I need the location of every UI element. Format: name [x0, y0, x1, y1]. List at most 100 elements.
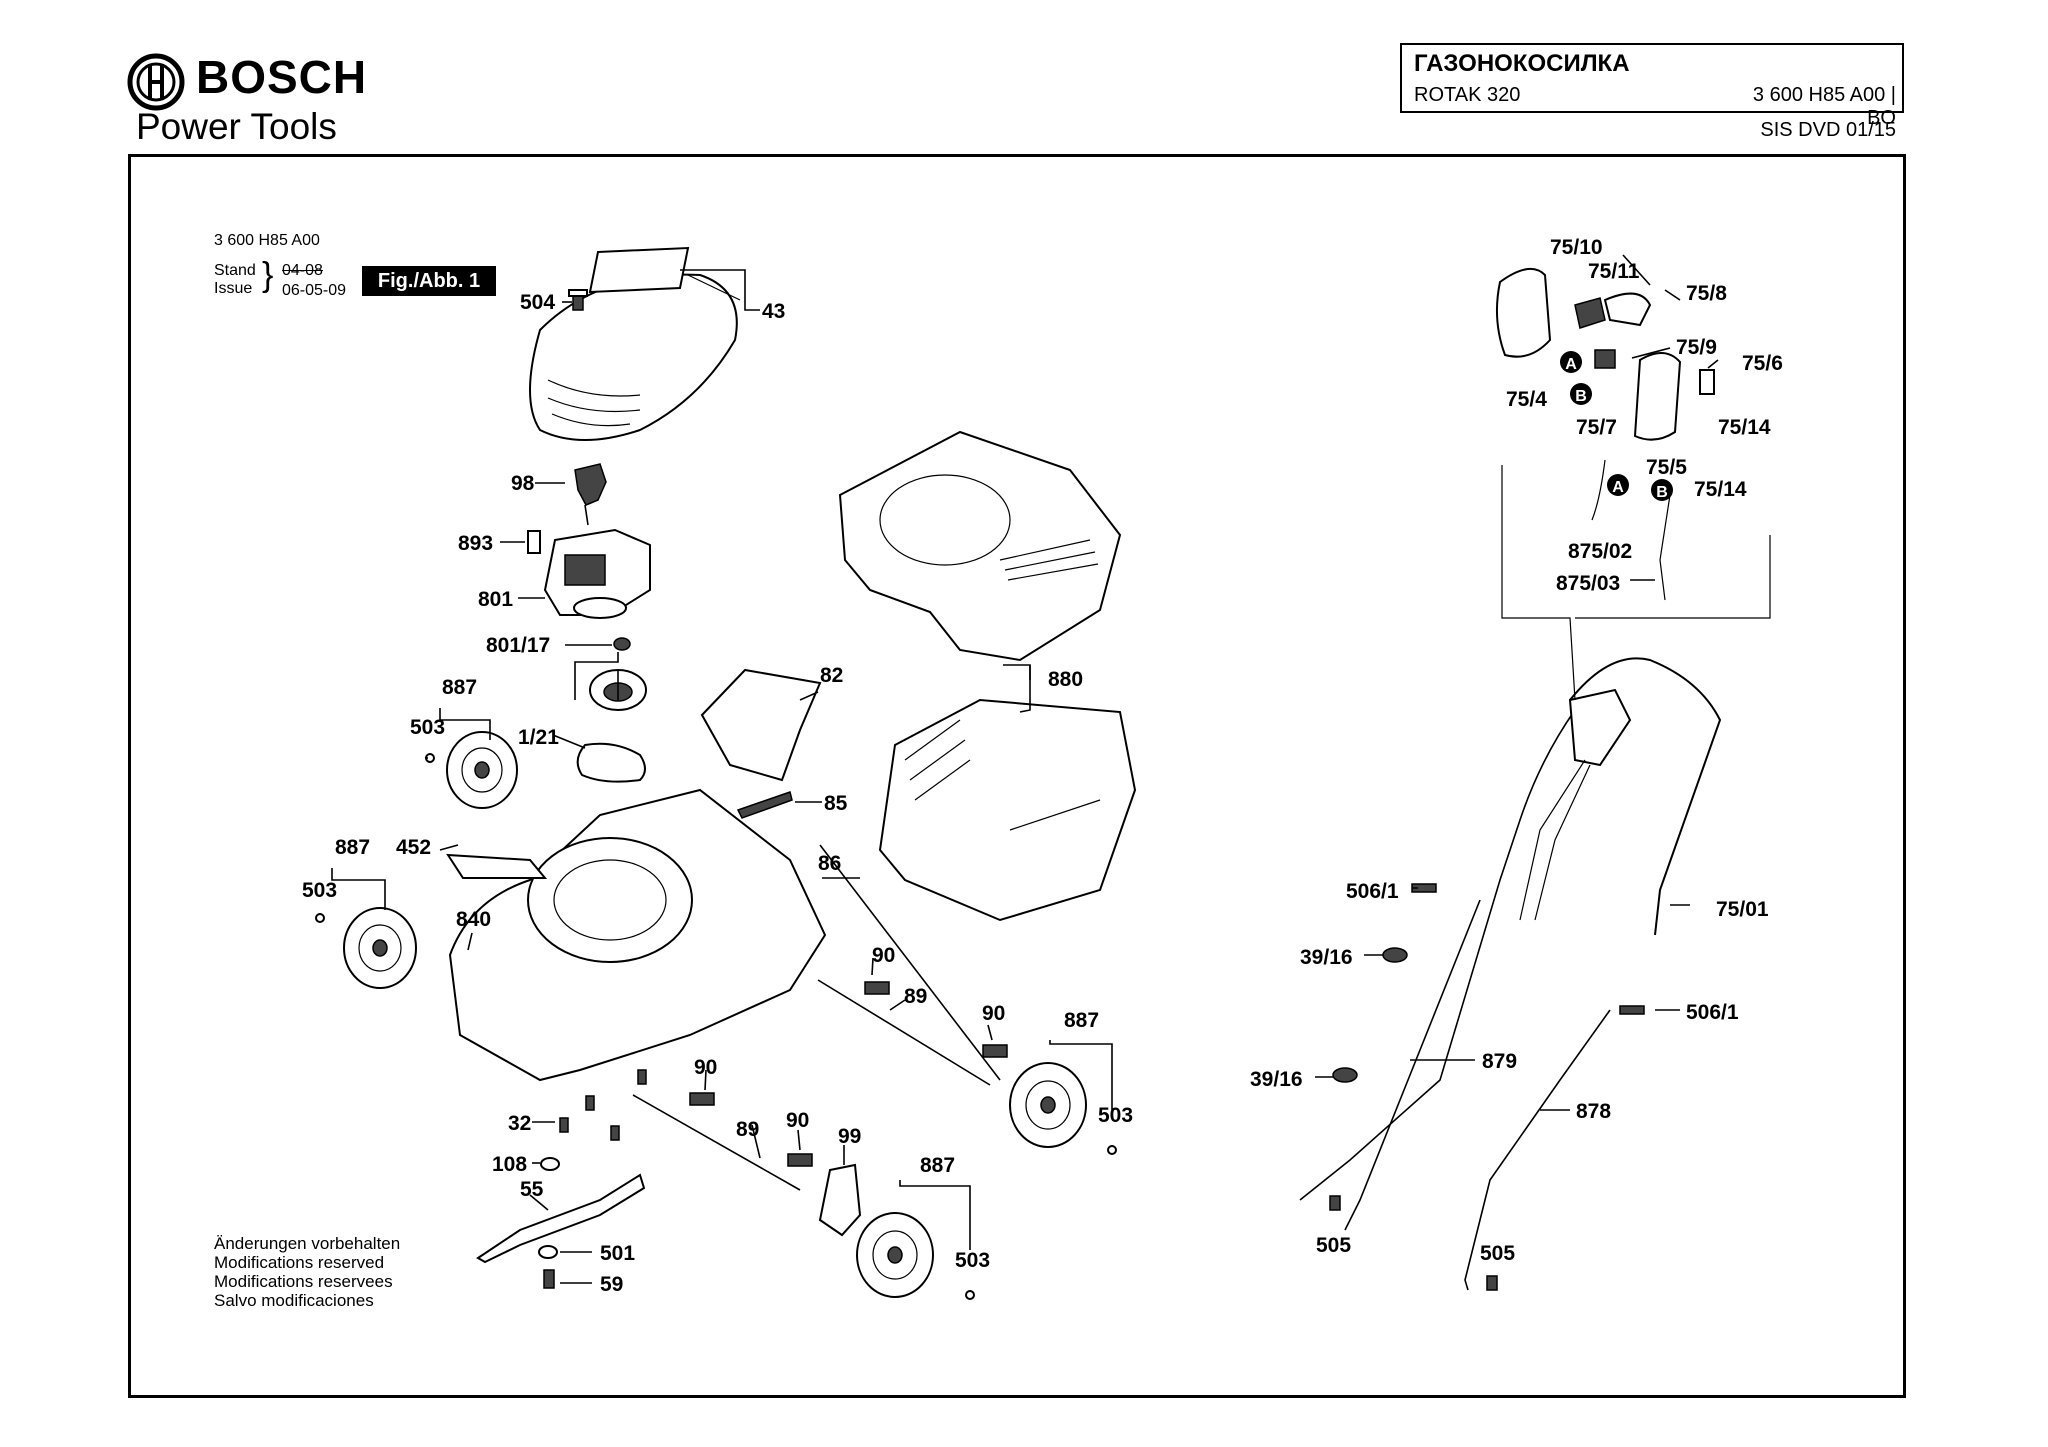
spring-90-c	[689, 1092, 715, 1106]
issue-value: 06-05-09	[282, 282, 347, 299]
callout: 85	[824, 792, 848, 815]
callout: 875/03	[1556, 572, 1620, 595]
callout: 59	[600, 1273, 623, 1296]
belt-part	[576, 742, 646, 783]
wheel-887-c	[1009, 1062, 1087, 1148]
callout: 503	[955, 1249, 990, 1272]
callout: 90	[872, 944, 895, 967]
callout: 878	[1576, 1100, 1611, 1123]
modification-notes: Änderungen vorbehalten Modifications res…	[214, 1234, 400, 1310]
callout: 75/14	[1718, 416, 1771, 439]
washer-501	[538, 1245, 558, 1259]
motor-801-part	[543, 528, 651, 619]
axle-86	[819, 844, 1001, 1081]
callout: 89	[736, 1118, 759, 1141]
spring-90-b	[982, 1044, 1008, 1058]
callout: 880	[1048, 668, 1083, 691]
marker-b-label: B	[1575, 388, 1587, 405]
callout: 43	[762, 300, 785, 323]
part-number: 3 600 H85 A00 | BO	[1752, 84, 1896, 129]
callout: 75/01	[1716, 898, 1769, 921]
plate-452-part	[446, 853, 548, 879]
callout: 1/21	[518, 726, 559, 749]
callout: 86	[818, 852, 841, 875]
note-line: Salvo modificaciones	[214, 1291, 374, 1310]
grassbox-bottom-part	[878, 698, 1137, 922]
screw-503-d	[965, 1290, 975, 1300]
callout: 108	[492, 1153, 527, 1176]
callout: 32	[508, 1112, 531, 1135]
callout: 887	[442, 676, 477, 699]
figure-tag: Fig./Abb. 1	[362, 266, 496, 296]
callout: 90	[786, 1109, 809, 1132]
callout: 98	[511, 472, 535, 495]
nut-39-16-b	[1332, 1067, 1358, 1083]
source-label: SIS DVD 01/15	[1760, 119, 1896, 141]
callout: 801/17	[486, 634, 550, 657]
callout: 55	[520, 1178, 544, 1201]
grassbox-lid-part	[838, 430, 1122, 662]
note-line: Modifications reservees	[214, 1272, 393, 1291]
brand-name: BOSCH	[196, 51, 368, 103]
screw-32-a	[559, 1117, 569, 1133]
part-893	[527, 530, 541, 554]
callout: 75/7	[1576, 416, 1617, 439]
callout: 39/16	[1300, 946, 1353, 969]
callout: 875/02	[1568, 540, 1632, 563]
note-line: Modifications reserved	[214, 1253, 385, 1272]
marker-a2-label: A	[1612, 479, 1624, 496]
screw-505-a	[1329, 1195, 1341, 1211]
callout: 90	[982, 1002, 1005, 1025]
brace-icon: }	[262, 256, 274, 294]
screw-504-part	[568, 289, 588, 311]
pin-85-part	[736, 791, 793, 819]
callout: 82	[820, 664, 843, 687]
flap-82-part	[700, 668, 822, 782]
screw-505-b	[1486, 1275, 1498, 1291]
callout: 99	[838, 1125, 861, 1148]
callout: 75/5	[1646, 456, 1687, 479]
callout: 505	[1480, 1242, 1515, 1265]
spring-90-a	[864, 981, 890, 995]
blade-55-part	[476, 1173, 646, 1264]
callout: 887	[1064, 1009, 1099, 1032]
callout: 801	[478, 588, 513, 611]
callout: 75/9	[1676, 336, 1717, 359]
title-block	[1400, 43, 1904, 113]
motor-cover-part	[529, 246, 741, 441]
drawing-frame	[128, 154, 1906, 1398]
callout: 503	[302, 879, 337, 902]
leader-lines	[331, 254, 1719, 1284]
callout: 501	[600, 1242, 635, 1265]
model-name: ROTAK 320	[1414, 84, 1521, 106]
screw-32-c	[610, 1125, 620, 1141]
wheel-887-a	[446, 731, 518, 809]
callout: 506/1	[1686, 1001, 1739, 1024]
screw-506-1-b	[1619, 1005, 1645, 1015]
handle-assembly	[1299, 657, 1722, 1291]
screw-32-d	[637, 1069, 647, 1085]
callout: 75/8	[1686, 282, 1727, 305]
axle-89-a	[817, 979, 991, 1086]
screw-503-b	[315, 913, 325, 923]
callout: 75/14	[1694, 478, 1747, 501]
callout: 75/6	[1742, 352, 1783, 375]
callout: 893	[458, 532, 493, 555]
part-801-17	[613, 637, 631, 651]
marker-b-icon	[1570, 383, 1592, 405]
brand-subtitle: Power Tools	[136, 106, 337, 147]
stand-value: 04-08	[282, 262, 323, 279]
fan-hub-part	[589, 669, 647, 711]
marker-a2-icon	[1607, 474, 1629, 496]
callout: 887	[920, 1154, 955, 1177]
callout: 505	[1316, 1234, 1351, 1257]
wheel-887-b	[343, 907, 417, 989]
callout: 89	[904, 985, 927, 1008]
wheel-887-d	[856, 1212, 934, 1298]
callout-labels: 504 43 98 893 801 801/17 887 503 1/21 82…	[302, 236, 1783, 1296]
marker-b2-label: B	[1656, 484, 1668, 501]
figure-number: 3 600 H85 A00	[214, 232, 320, 249]
stand-label: Stand	[214, 262, 256, 279]
callout: 452	[396, 836, 431, 859]
issue-label: Issue	[214, 280, 253, 297]
